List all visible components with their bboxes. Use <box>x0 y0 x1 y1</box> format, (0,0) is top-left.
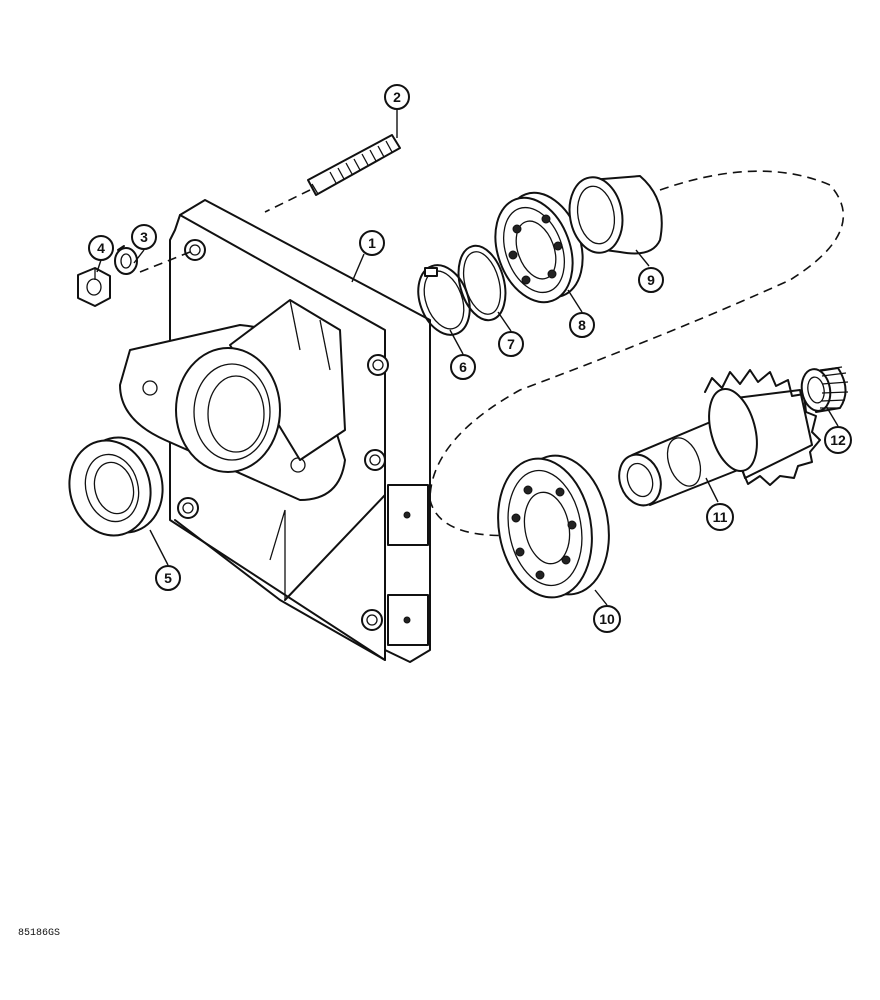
part-1-housing <box>119 199 431 663</box>
svg-text:11: 11 <box>713 509 728 525</box>
callout-4: 4 <box>88 235 114 261</box>
svg-text:12: 12 <box>830 432 846 448</box>
assembly-path-line <box>429 170 845 537</box>
svg-text:2: 2 <box>393 89 401 105</box>
part-7-shim-ring <box>457 244 507 322</box>
svg-text:1: 1 <box>368 235 376 251</box>
callout-8: 8 <box>569 312 595 338</box>
svg-text:7: 7 <box>507 336 515 352</box>
part-3-lock-washer <box>114 245 191 275</box>
part-2-stud <box>264 134 401 213</box>
callout-2: 2 <box>384 84 410 110</box>
part-12-needle-bearing <box>800 366 849 413</box>
svg-text:5: 5 <box>164 570 172 586</box>
part-4-hex-nut <box>77 267 111 307</box>
figure-code: 85186GS <box>18 928 61 939</box>
callout-11: 11 <box>706 503 734 531</box>
part-10-bearing <box>497 454 610 599</box>
part-9-bushing <box>568 175 663 255</box>
svg-text:3: 3 <box>140 229 148 245</box>
callout-leaders <box>96 110 839 606</box>
callout-3: 3 <box>131 224 157 250</box>
part-8-bearing <box>494 191 584 304</box>
callout-6: 6 <box>450 354 476 380</box>
svg-text:8: 8 <box>578 317 586 333</box>
svg-text:10: 10 <box>599 611 615 627</box>
part-11-gear-shaft <box>618 369 821 507</box>
svg-text:9: 9 <box>647 272 655 288</box>
callout-7: 7 <box>498 331 524 357</box>
callout-5: 5 <box>155 565 181 591</box>
svg-text:4: 4 <box>97 240 105 256</box>
callout-1: 1 <box>359 230 385 256</box>
callout-12: 12 <box>824 426 852 454</box>
callout-10: 10 <box>593 605 621 633</box>
part-5-seal <box>68 436 164 537</box>
svg-text:6: 6 <box>459 359 467 375</box>
callout-9: 9 <box>638 267 664 293</box>
